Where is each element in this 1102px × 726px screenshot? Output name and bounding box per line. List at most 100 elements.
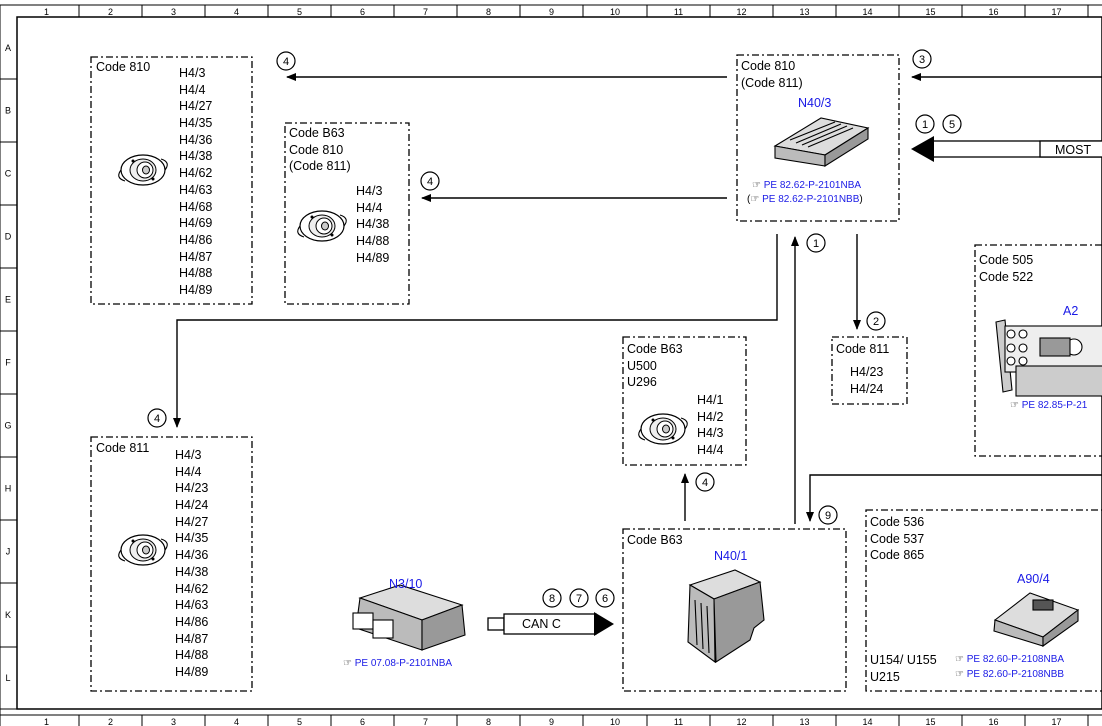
box-code-810-speakers (90, 56, 253, 305)
column-label: 5 (297, 7, 302, 17)
part-label: H4/89 (179, 282, 213, 297)
column-label: 7 (423, 717, 428, 726)
variant-label: U154/ U155 (870, 653, 937, 667)
column-label: 2 (108, 717, 113, 726)
part-label: H4/63 (179, 182, 213, 197)
column-label: 15 (925, 717, 935, 726)
part-label: H4/4 (356, 200, 383, 215)
box1-code: Code 810 (96, 60, 151, 74)
column-label: 11 (674, 7, 683, 17)
part-label: H4/86 (175, 614, 209, 629)
speaker-icon (297, 210, 347, 242)
part-label: H4/38 (356, 217, 390, 232)
part-label: H4/62 (179, 166, 213, 181)
part-label: H4/62 (175, 581, 209, 596)
column-label: 6 (360, 717, 365, 726)
column-label: 14 (862, 717, 872, 726)
step-number: 5 (949, 119, 955, 131)
step-number: 4 (427, 176, 433, 188)
column-label: 12 (736, 717, 746, 726)
most-label: MOST (1055, 143, 1092, 157)
frame-border (16, 16, 1102, 710)
column-label: 2 (108, 7, 113, 17)
column-label: 11 (674, 717, 683, 726)
part-label: H4/38 (179, 149, 213, 164)
box-code-811-small (831, 336, 908, 405)
most-bus (911, 136, 1102, 162)
box3-codes: Code 810(Code 811) (741, 58, 803, 91)
step-marker (569, 588, 589, 608)
row-label: D (5, 232, 12, 242)
part-label: H4/88 (175, 648, 209, 663)
part-label: H4/88 (356, 234, 390, 249)
part-label: H4/87 (179, 249, 213, 264)
column-label: 16 (988, 7, 998, 17)
part-label: H4/35 (179, 116, 213, 131)
a2-ref[interactable]: ☞ PE 82.85-P-21 (1010, 400, 1088, 411)
row-label: F (5, 358, 11, 368)
part-label: H4/24 (175, 498, 209, 513)
n40-3-ref-2[interactable]: (☞ PE 82.62-P-2101NBB) (747, 194, 863, 205)
row-label: A (5, 43, 11, 53)
part-label: H4/35 (175, 531, 209, 546)
part-label: H4/68 (179, 199, 213, 214)
a90-4-ref-2[interactable]: ☞ PE 82.60-P-2108NBB (955, 669, 1065, 680)
part-label: H4/89 (356, 250, 390, 265)
box-code-811-speakers (90, 436, 253, 692)
column-label: 9 (549, 7, 554, 17)
n3-10-ref[interactable]: ☞ PE 07.08-P-2101NBA (343, 658, 453, 669)
box-a2 (974, 244, 1102, 457)
n40-3-ref-1[interactable]: ☞ PE 82.62-P-2101NBA (752, 180, 862, 191)
column-label: 15 (925, 7, 935, 17)
step-number: 7 (576, 593, 582, 605)
step-marker (818, 505, 838, 525)
part-label: H4/3 (179, 66, 206, 80)
column-label: 17 (1051, 717, 1061, 726)
part-label: H4/88 (179, 266, 213, 281)
column-label: 10 (610, 7, 620, 17)
code-label: U500 (627, 358, 657, 373)
code-label: Code 537 (870, 531, 925, 546)
column-label: 8 (486, 717, 491, 726)
step-number: 4 (702, 477, 708, 489)
box7-code: Code 811 (96, 441, 150, 455)
column-label: 3 (171, 717, 176, 726)
step-number: 4 (154, 413, 160, 425)
speaker-icon (118, 154, 168, 186)
column-label: 14 (862, 7, 872, 17)
a2-label: A2 (1063, 304, 1079, 318)
engine-control-icon (352, 584, 466, 651)
part-label: H4/87 (175, 631, 209, 646)
column-label: 16 (988, 717, 998, 726)
a90-4-ref-1[interactable]: ☞ PE 82.60-P-2108NBA (955, 654, 1065, 665)
column-label: 8 (486, 7, 491, 17)
column-label: 4 (234, 7, 239, 17)
column-label: 9 (549, 717, 554, 726)
code-label: Code 865 (870, 548, 925, 563)
step-marker (806, 233, 826, 253)
line-a2-to-n40-1 (806, 474, 1102, 522)
part-label: H4/3 (356, 184, 383, 198)
part-label: H4/23 (175, 481, 209, 496)
column-label: 17 (1051, 7, 1061, 17)
box-code-b63-810 (284, 122, 410, 305)
box-n40-3 (736, 54, 900, 222)
part-label: H4/4 (179, 82, 206, 97)
amplifier-icon (687, 569, 765, 664)
code-label: (Code 811) (289, 159, 351, 174)
row-label: C (5, 169, 12, 179)
part-label: H4/86 (179, 232, 213, 247)
step-number: 8 (549, 593, 555, 605)
part-label: H4/38 (175, 564, 209, 579)
column-label: 1 (44, 7, 49, 17)
code-label: (Code 811) (741, 75, 803, 90)
column-label: 13 (799, 7, 809, 17)
